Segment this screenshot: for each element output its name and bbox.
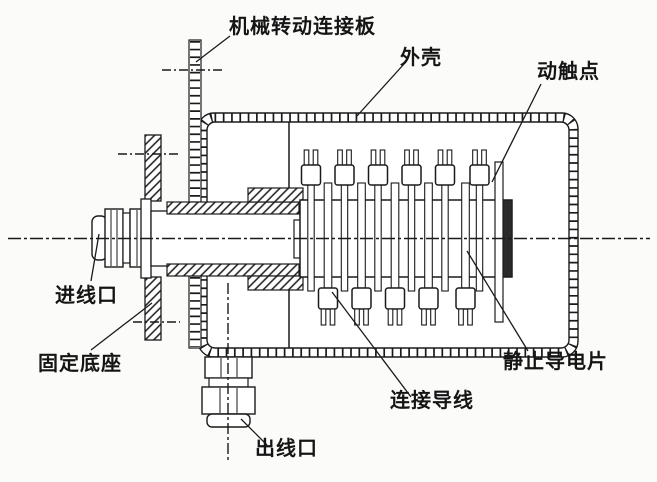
leader-connecting-wire: [331, 291, 412, 398]
leader-wire-outlet: [240, 418, 268, 446]
leader-lines: [90, 35, 542, 446]
label-connecting-wire: 连接导线: [390, 390, 474, 412]
leader-moving-contact: [491, 83, 542, 183]
leader-wire-inlet: [90, 233, 100, 282]
label-wire-inlet: 进线口: [55, 285, 118, 307]
rotation-connection-plate: [188, 39, 202, 349]
bearing-block-top: [247, 187, 304, 203]
label-fixed-base: 固定底座: [38, 353, 122, 375]
label-moving-contact: 动触点: [537, 61, 600, 83]
leader-housing: [356, 63, 405, 117]
bearing-block-bottom: [247, 275, 304, 291]
leader-connection-plate: [195, 35, 231, 63]
leader-static-plate: [466, 250, 529, 352]
label-housing: 外壳: [400, 47, 442, 69]
fixed-base-flange: [144, 134, 162, 341]
datum-marks: [118, 69, 223, 323]
label-static-conductive-plate: 静止导电片: [503, 351, 608, 373]
label-connection-plate: 机械转动连接板: [229, 16, 376, 38]
leader-fixed-base: [90, 302, 153, 351]
label-wire-outlet: 出线口: [255, 438, 318, 460]
